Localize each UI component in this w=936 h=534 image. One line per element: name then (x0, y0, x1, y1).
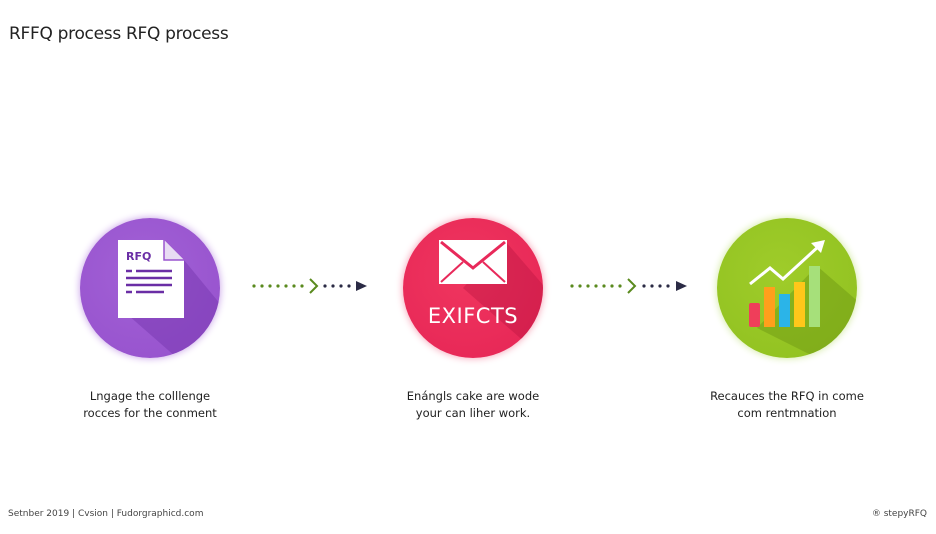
flow-arrow-2 (570, 278, 687, 294)
rfq-document-icon: RFQ (118, 240, 220, 358)
rfq-doc-label: RFQ (126, 250, 151, 263)
flow-arrow-1 (252, 278, 367, 294)
step-2-circle: EXIFCTS (403, 218, 543, 358)
step-1-caption: Lngage the colllenge rocces for the conm… (40, 388, 260, 422)
step-3-caption: Recauces the RFQ in come com rentmnation (677, 388, 897, 422)
caption-line: rocces for the conment (83, 406, 217, 420)
caption-line: your can liher work. (415, 406, 531, 420)
caption-line: Recauces the RFQ in come (710, 389, 864, 403)
caption-line: com rentmnation (737, 406, 837, 420)
step-3-circle (717, 218, 857, 358)
envelope-icon (439, 240, 543, 358)
footer-left: Setnber 2019 | Cvsion | Fudorgraphicd.co… (8, 509, 204, 519)
page-title: RFFQ process RFQ process (9, 24, 229, 44)
caption-line: Lngage the colllenge (89, 389, 211, 403)
caption-line: Enángls cake are wode (406, 389, 540, 403)
step-2-label: EXIFCTS (427, 304, 519, 328)
bar-chart-growth-icon (749, 240, 857, 358)
step-2-caption: Enángls cake are wode your can liher wor… (363, 388, 583, 422)
step-1-circle: RFQ (80, 218, 220, 358)
footer-right: ® stepyRFQ (871, 509, 927, 519)
